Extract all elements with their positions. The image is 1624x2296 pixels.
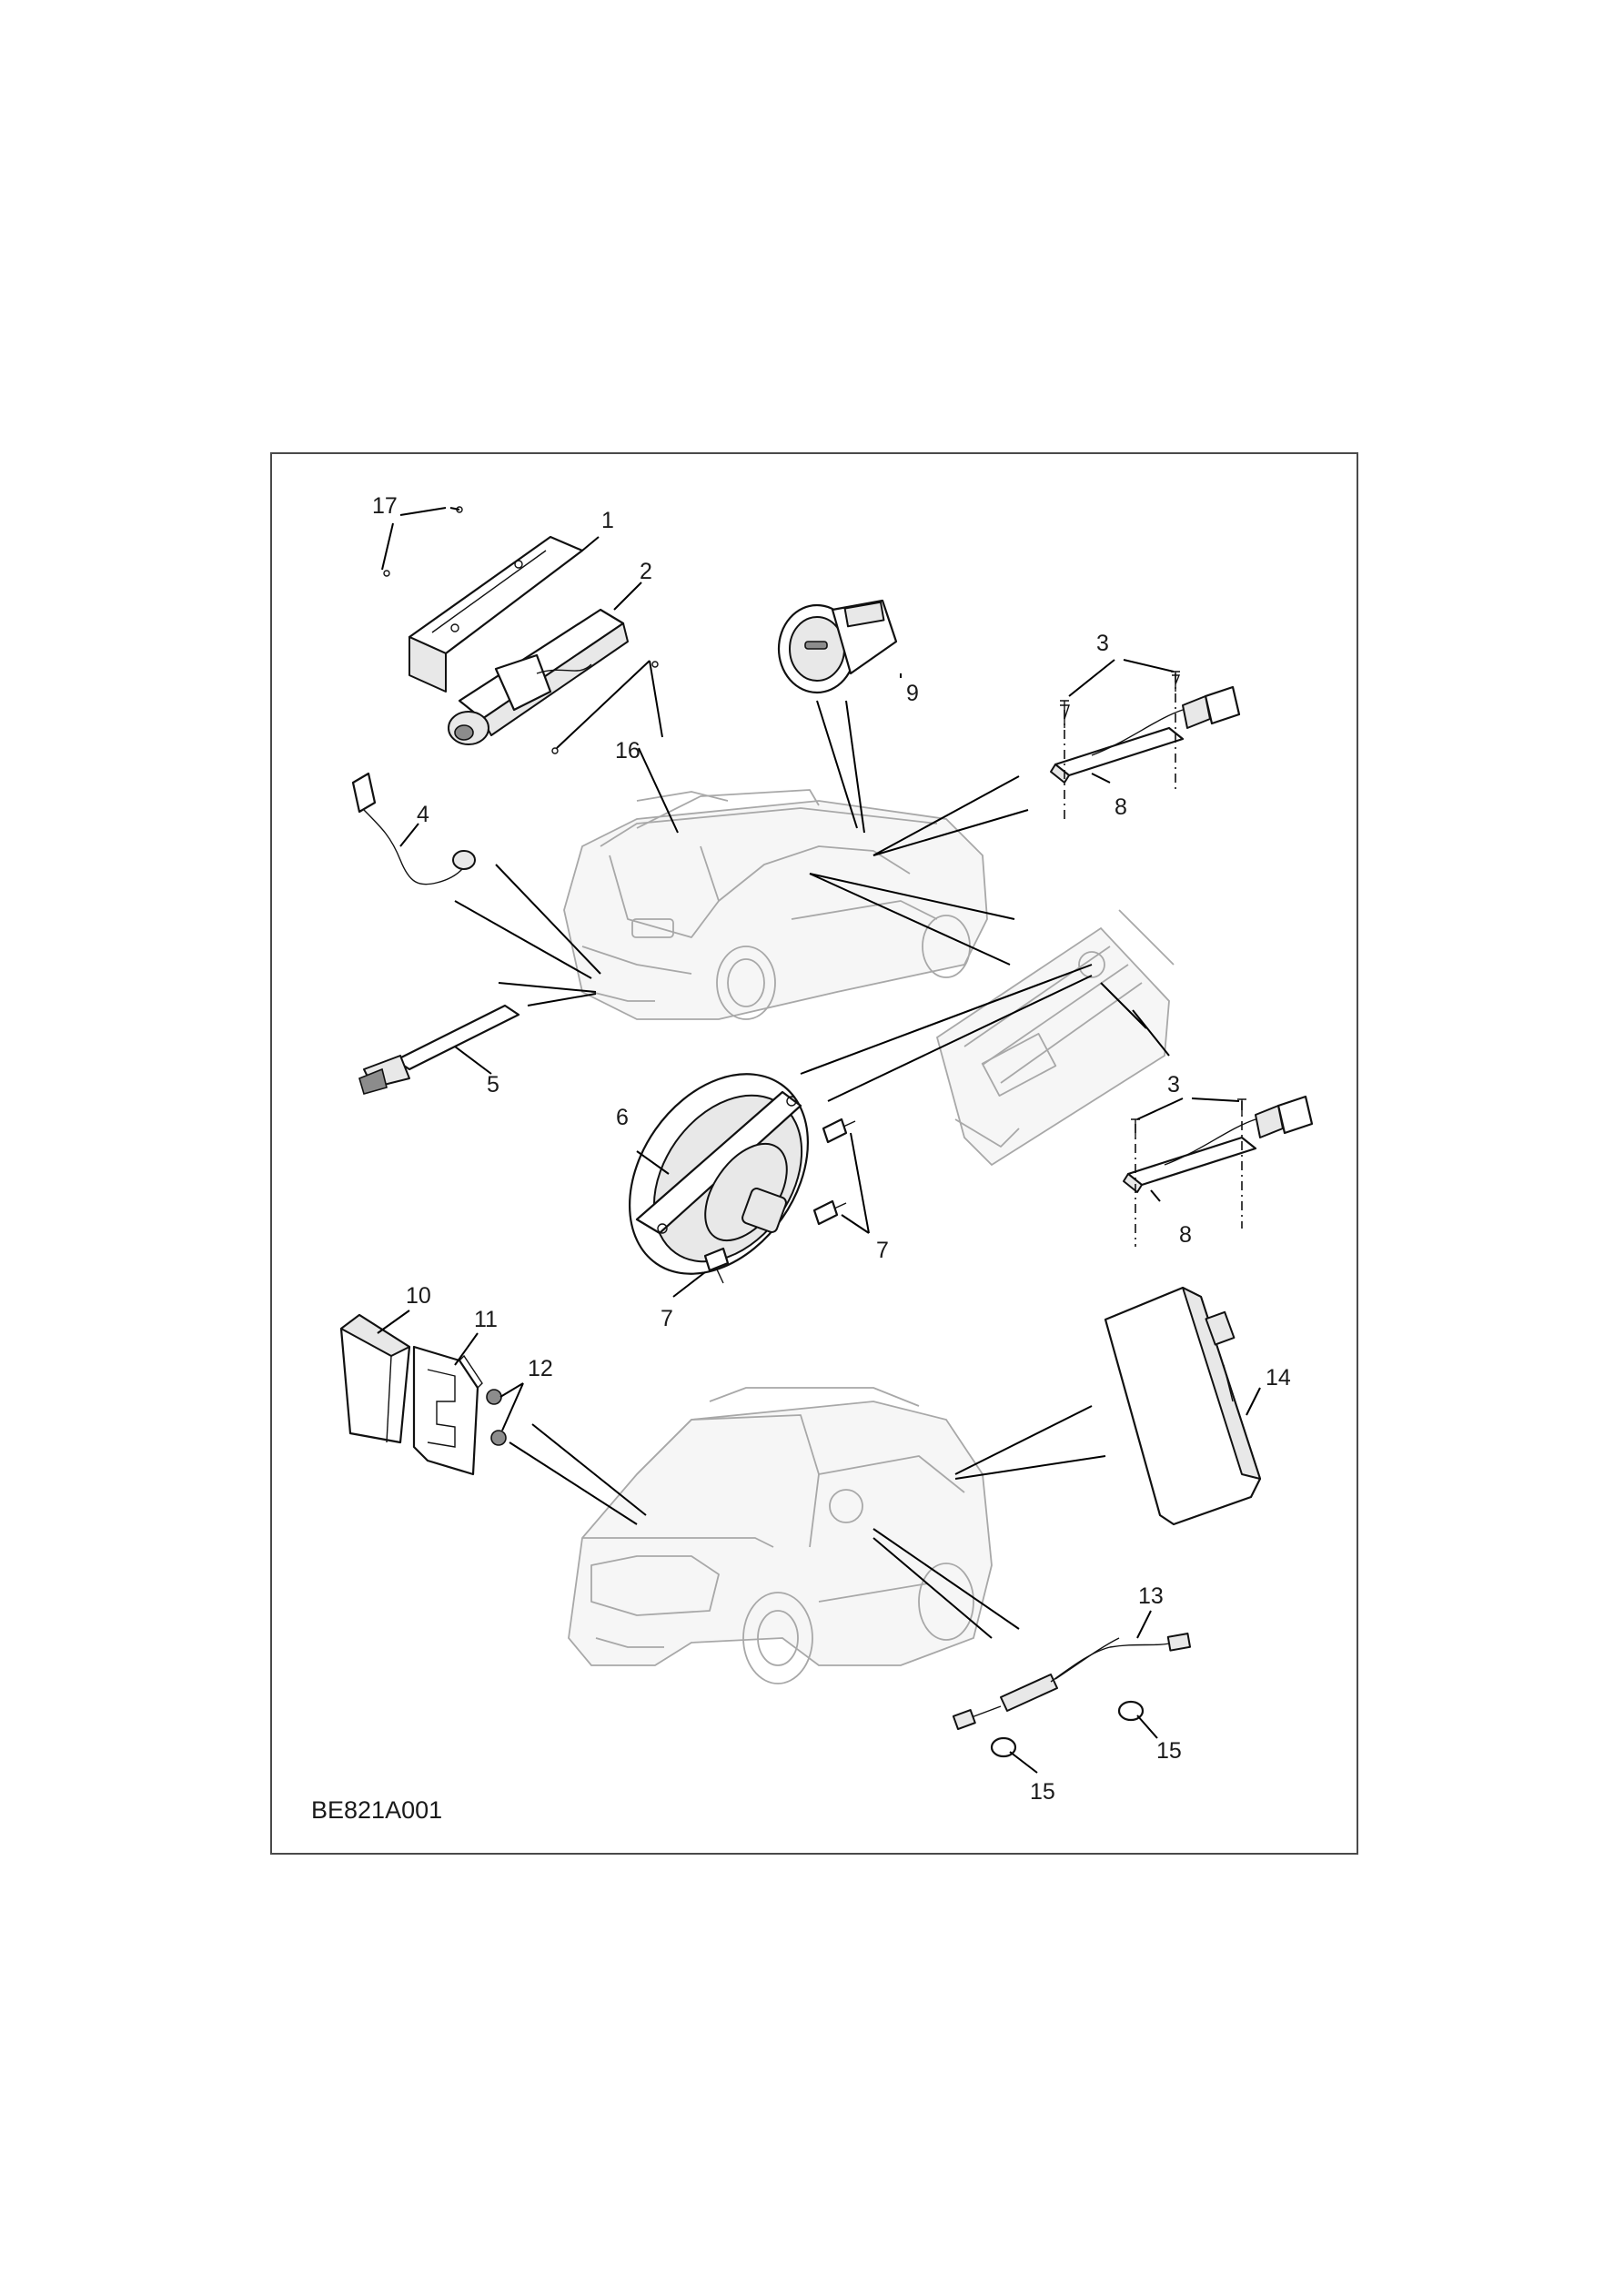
part-9-switch [777, 599, 898, 694]
callout-10: 10 [406, 1283, 431, 1309]
callout-15-right: 15 [1156, 1738, 1182, 1764]
part-11-mounting-bracket [412, 1345, 483, 1476]
callout-7-right: 7 [876, 1238, 889, 1263]
part-15-grommets [990, 1700, 1145, 1758]
callout-4: 4 [417, 802, 429, 827]
part-10-control-module [339, 1313, 411, 1444]
part-2-camera-bracket [448, 608, 629, 745]
callout-15-left: 15 [1030, 1779, 1055, 1805]
callout-11: 11 [474, 1307, 498, 1332]
rear-vehicle-illustration [563, 789, 988, 1020]
callout-5: 5 [487, 1072, 499, 1097]
callout-6: 6 [616, 1105, 629, 1130]
part-12-nuts [486, 1389, 507, 1446]
callout-13: 13 [1138, 1583, 1164, 1609]
callout-9: 9 [906, 681, 919, 706]
figure-identifier: BE821A001 [311, 1796, 442, 1824]
callout-12: 12 [528, 1356, 553, 1381]
part-13-harness [952, 1633, 1192, 1730]
callout-labels: 17 1 2 9 3 16 8 4 5 6 3 8 7 7 10 11 12 1… [311, 493, 1291, 1824]
part-14-module [1104, 1286, 1262, 1526]
dashboard-cutaway-illustration [935, 909, 1175, 1167]
leader-lines [377, 507, 1261, 1774]
callout-17: 17 [372, 493, 398, 519]
callout-14: 14 [1266, 1365, 1291, 1391]
part-5-flat-strip [358, 1004, 520, 1095]
part-7-screws [703, 1118, 856, 1284]
part-4-antenna-cable [351, 772, 476, 885]
callout-8-upper: 8 [1115, 794, 1127, 820]
front-vehicle-illustration [568, 1387, 993, 1684]
callout-16: 16 [615, 738, 641, 764]
callout-8-lower: 8 [1179, 1222, 1192, 1248]
callout-7-left: 7 [661, 1306, 673, 1331]
callout-2: 2 [640, 559, 652, 584]
part-8-sensor-bracket-lower [1123, 1095, 1314, 1247]
callout-3-lower: 3 [1167, 1072, 1180, 1097]
callout-1: 1 [601, 508, 614, 533]
part-6-speaker [628, 1073, 810, 1275]
part-8-sensor-bracket-upper [1050, 671, 1241, 819]
callout-3-upper: 3 [1096, 631, 1109, 656]
